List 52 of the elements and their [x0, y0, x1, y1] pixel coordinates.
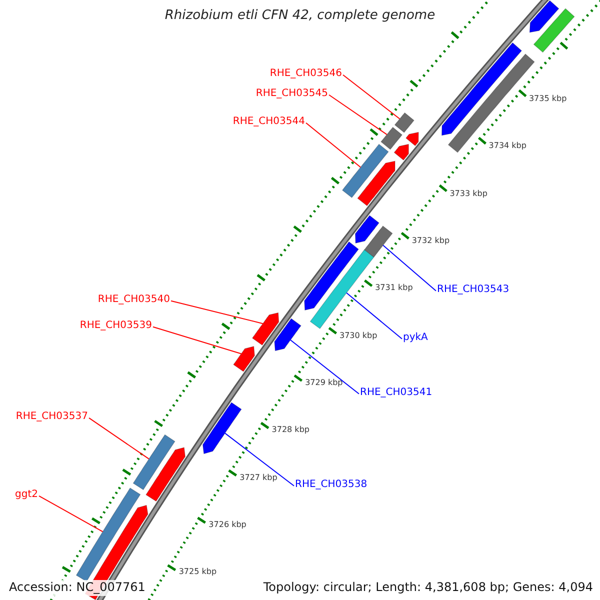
gene-segment — [533, 8, 575, 53]
gene-label: RHE_CH03537 — [16, 411, 88, 422]
gene-label: RHE_CH03543 — [437, 284, 510, 296]
leader-line — [88, 417, 150, 460]
gene-segment — [233, 346, 255, 372]
gene-label: RHE_CH03540 — [98, 294, 170, 306]
scale-label: 3732 kbp — [412, 236, 450, 246]
leader-line — [152, 326, 242, 354]
gene-segment — [357, 160, 396, 206]
gene-segment — [355, 215, 380, 244]
gene-label: RHE_CH03539 — [80, 320, 152, 332]
leader-line — [342, 74, 400, 120]
gene-segment — [394, 144, 409, 161]
gene-label: ggt2 — [15, 489, 38, 500]
gene-label: RHE_CH03544 — [232, 116, 305, 128]
gene-label: RHE_CH03546 — [270, 68, 342, 80]
gene-segment — [202, 402, 242, 454]
gene-segment — [406, 132, 419, 146]
gene-segment — [76, 488, 141, 582]
gene-segment — [146, 447, 186, 502]
leader-line — [346, 292, 402, 340]
leader-line — [38, 495, 104, 532]
gene-label: RHE_CH03541 — [360, 387, 432, 398]
gene-label: RHE_CH03545 — [256, 88, 328, 100]
gene-segment — [304, 241, 359, 310]
scale-label: 3727 kbp — [240, 472, 278, 482]
scale-label: 3728 kbp — [272, 425, 310, 435]
title: Rhizobium etli CFN 42, complete genome — [164, 9, 436, 24]
leader-line — [290, 340, 360, 394]
gene-segment — [252, 312, 280, 346]
leader-line — [224, 432, 294, 486]
gene-label: pykA — [403, 332, 428, 344]
gene-segment — [364, 226, 393, 258]
scale-label: 3730 kbp — [340, 330, 378, 340]
gene-segment — [529, 0, 560, 33]
scale-label: 3735 kbp — [528, 94, 567, 103]
gene-segment — [274, 318, 302, 352]
scale-label: 3733 kbp — [450, 188, 488, 198]
gene-label: RHE_CH03538 — [295, 479, 368, 490]
scale-label: 3731 kbp — [375, 283, 413, 293]
scale-label: 3725 kbp — [178, 567, 217, 576]
gene-segment — [342, 144, 389, 198]
leader-line — [328, 94, 388, 136]
scale-label: 3726 kbp — [208, 520, 246, 530]
leader-line — [170, 300, 264, 324]
gene-segment — [132, 434, 176, 490]
gene-segment — [442, 42, 522, 136]
gene-segment — [310, 249, 374, 330]
gene-segment — [380, 126, 403, 150]
scale-label: 3734 kbp — [488, 141, 526, 150]
gene-segment — [394, 112, 414, 133]
scale-label: 3729 kbp — [305, 378, 343, 388]
